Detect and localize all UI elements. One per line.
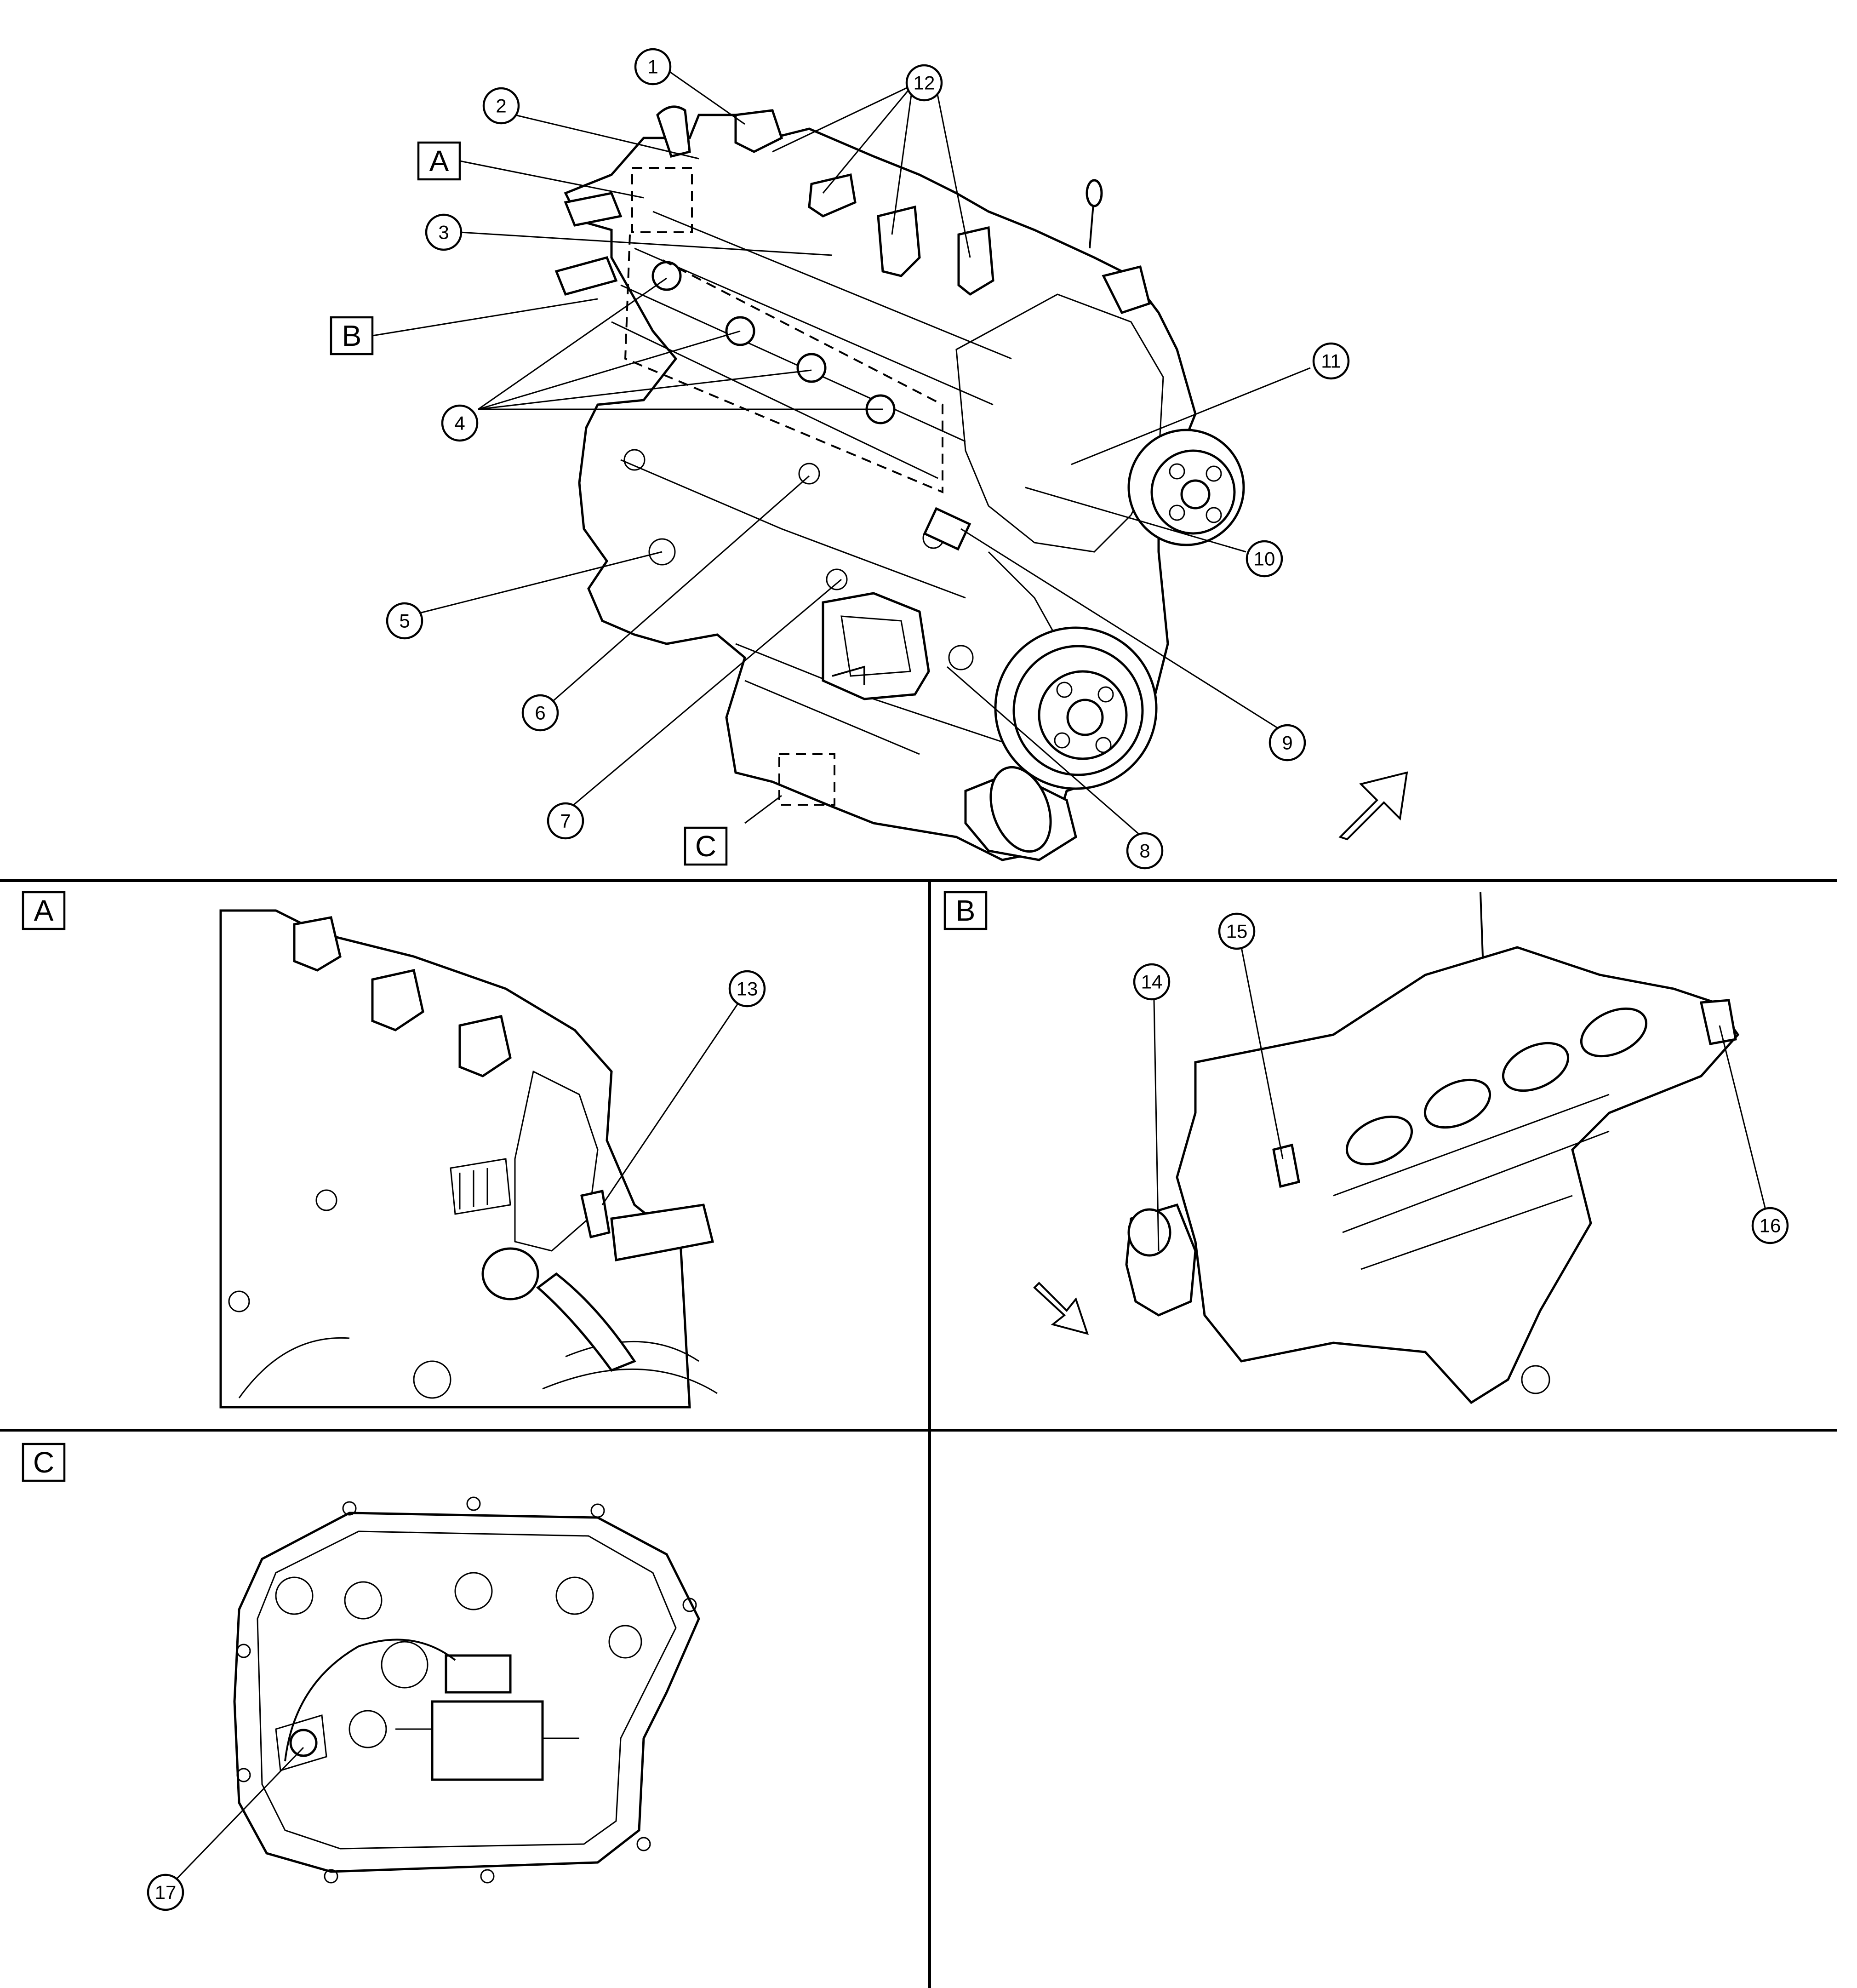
view-boundary-boxes [624, 167, 943, 806]
leader-line-13 [601, 993, 746, 1205]
callout-1-text: 1 [647, 56, 658, 78]
callout-16: 16 [1751, 1207, 1789, 1244]
callout-11: 11 [1312, 342, 1350, 380]
panel-c-label: C [22, 1443, 66, 1482]
callout-17: 17 [147, 1873, 184, 1911]
callout-7-text: 7 [560, 810, 571, 832]
detail-view-c-illustration [233, 1496, 700, 1884]
callout-14: 14 [1133, 963, 1171, 1001]
callout-14-text: 14 [1141, 971, 1163, 993]
leader-line-17 [174, 1747, 304, 1882]
callout-6-text: 6 [535, 702, 545, 724]
panel-b-label: B [943, 891, 988, 930]
detail-view-b-illustration [1125, 892, 1740, 1404]
callout-3: 3 [425, 213, 463, 251]
callout-2-text: 2 [496, 95, 506, 117]
callout-2: 2 [482, 87, 520, 125]
panel-b-label-text: B [956, 894, 976, 927]
view-label-b-main: B [330, 316, 374, 355]
callout-6: 6 [521, 694, 559, 732]
engine-assembly-illustration [554, 105, 1245, 861]
view-direction-arrow-icon [1033, 1282, 1089, 1335]
view-label-b-main-text: B [342, 319, 362, 352]
callout-9-text: 9 [1282, 732, 1292, 754]
callout-8-text: 8 [1139, 840, 1150, 862]
callout-16-text: 16 [1760, 1215, 1781, 1237]
callout-5-text: 5 [399, 610, 410, 632]
callout-15: 15 [1218, 912, 1256, 950]
callout-8: 8 [1126, 832, 1164, 870]
callout-9: 9 [1268, 724, 1306, 762]
callout-4: 4 [441, 404, 479, 442]
panel-a-label: A [22, 891, 66, 930]
view-label-c-main: C [684, 826, 728, 866]
front-direction-arrow-icon [1338, 771, 1408, 841]
view-label-a-main: A [417, 141, 461, 181]
callout-7: 7 [547, 802, 584, 840]
leader-lines-b [1153, 947, 1766, 1251]
callout-4-text: 4 [454, 412, 465, 434]
callout-13-text: 13 [737, 978, 758, 1000]
detail-view-a-illustration [219, 909, 718, 1409]
callout-5: 5 [386, 602, 423, 640]
callout-10: 10 [1246, 540, 1283, 578]
panel-a-label-text: A [34, 894, 54, 927]
callout-15-text: 15 [1226, 921, 1248, 942]
callout-13: 13 [728, 970, 766, 1008]
leader-lines-main [372, 70, 1311, 840]
callout-12-text: 12 [914, 72, 935, 94]
callout-10-text: 10 [1254, 548, 1275, 570]
view-label-c-main-text: C [695, 830, 716, 863]
callout-3-text: 3 [438, 222, 449, 243]
callout-17-text: 17 [155, 1882, 177, 1903]
panel-dividers [0, 879, 1837, 1988]
view-label-a-main-text: A [429, 144, 449, 178]
callout-1: 1 [634, 48, 672, 86]
panel-c-label-text: C [33, 1446, 54, 1479]
callout-11-text: 11 [1321, 350, 1341, 372]
callout-12: 12 [905, 64, 943, 102]
